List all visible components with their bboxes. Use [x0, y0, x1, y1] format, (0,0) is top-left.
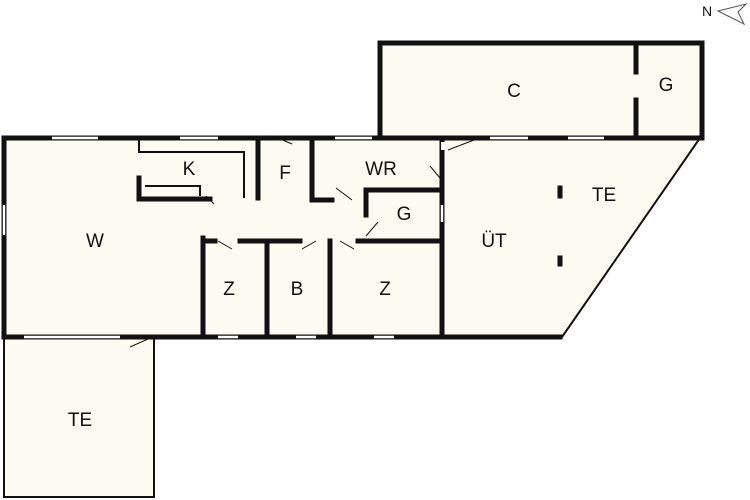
room-label-k: K [183, 159, 196, 180]
room-label-b: B [291, 279, 304, 300]
north-compass: N [702, 3, 748, 26]
door-swing [129, 338, 149, 348]
door-swing [301, 240, 317, 250]
room-labels: C G K F WR G W Z B Z ÜT TE TE [68, 75, 674, 431]
counter-top [138, 140, 245, 198]
door-swing [277, 137, 293, 145]
terrace-bottom-outline [3, 337, 155, 498]
main-building-floor [4, 137, 560, 337]
terrace-bottom-floor [4, 337, 154, 497]
room-label-w: W [86, 231, 104, 252]
room-label-te-bottom: TE [68, 410, 92, 431]
door-swing [339, 240, 355, 250]
door-swing [447, 139, 475, 151]
compass-label: N [702, 3, 712, 19]
counter-island [145, 185, 201, 196]
room-label-wr: WR [365, 159, 397, 180]
room-label-te-right: TE [592, 185, 616, 206]
door-swing [365, 221, 379, 237]
north-arrow-icon [716, 3, 748, 26]
door-swing [429, 165, 441, 179]
door-swing [335, 187, 353, 201]
annex-c-floor [380, 43, 702, 138]
doors [129, 137, 475, 348]
room-label-z-left: Z [223, 279, 235, 300]
room-label-c: C [507, 81, 521, 102]
floor-areas [4, 43, 702, 497]
kitchen-counters [138, 140, 245, 198]
door-swing [217, 240, 233, 250]
room-label-g-top: G [659, 75, 674, 96]
room-label-g-mid: G [397, 204, 412, 225]
room-label-ut: ÜT [481, 231, 507, 252]
door-swing [205, 195, 215, 205]
room-label-z-right: Z [379, 279, 391, 300]
windows [2, 136, 604, 339]
room-label-f: F [279, 163, 291, 184]
